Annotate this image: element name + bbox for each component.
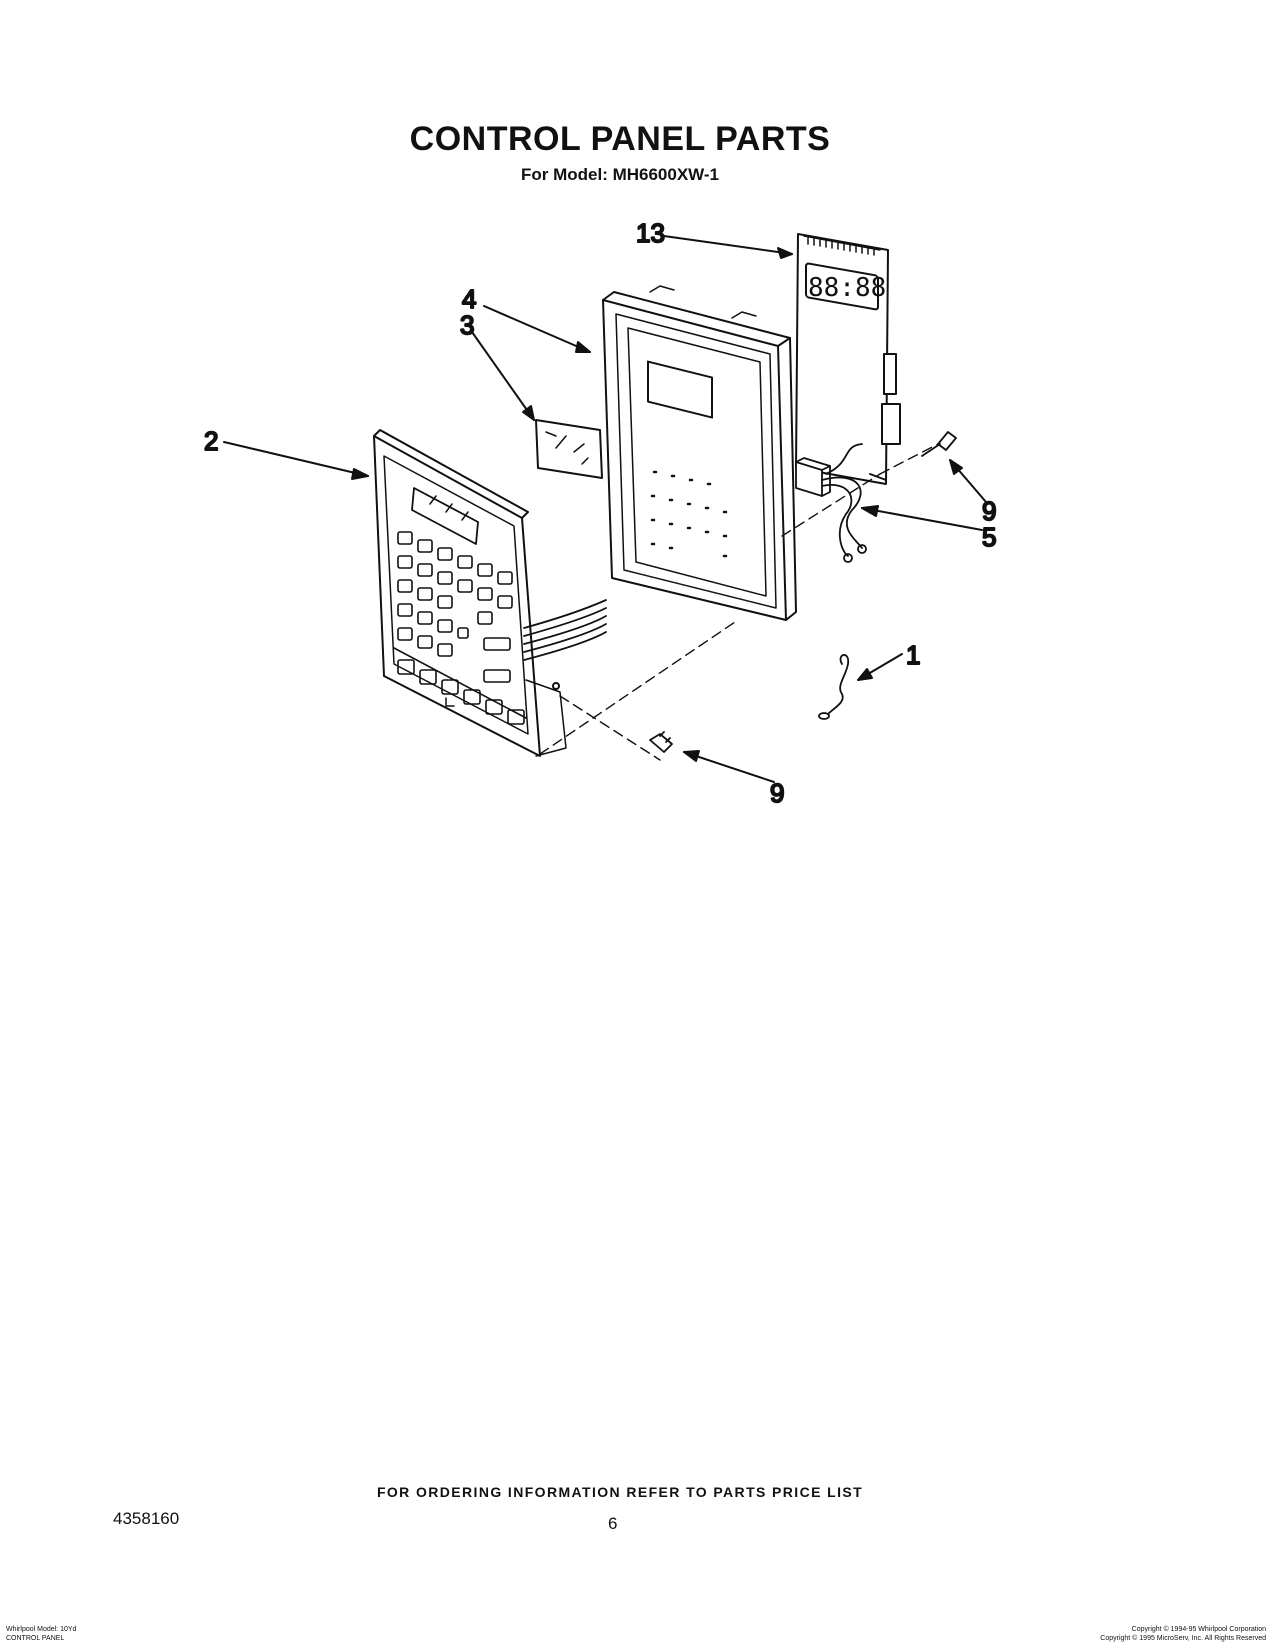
- fine-print-left: Whirlpool Model: 10Yd CONTROL PANEL: [6, 1625, 76, 1643]
- callout-5: 5: [982, 522, 996, 552]
- callout-2: 2: [204, 426, 218, 456]
- callout-4: 4: [462, 284, 476, 314]
- part-2-keypad-panel: [373, 429, 607, 757]
- assembly-centerlines: [539, 443, 939, 761]
- fine-right-line-2: Copyright © 1995 MicroServ, Inc. All Rig…: [1100, 1635, 1266, 1642]
- fine-print-right: Copyright © 1994-95 Whirlpool Corporatio…: [1100, 1625, 1266, 1643]
- part-9-screw-upper: [921, 431, 957, 457]
- part-1-wire-clip: [818, 654, 849, 720]
- fine-left-line-1: Whirlpool Model: 10Yd: [6, 1626, 77, 1633]
- part-3-window-film: [535, 419, 603, 479]
- part-13-display-board: 88:88: [795, 233, 901, 485]
- part-5-wire-harness: [795, 443, 867, 563]
- fine-left-line-2: CONTROL PANEL: [6, 1635, 65, 1642]
- svg-text:88:88: 88:88: [808, 273, 886, 303]
- callout-13: 13: [636, 218, 665, 248]
- leader-lines: [223, 235, 987, 783]
- callout-9-upper: 9: [982, 496, 996, 526]
- model-subtitle: For Model: MH6600XW-1: [520, 165, 719, 184]
- callout-1: 1: [906, 640, 920, 670]
- document-number: 4358160: [113, 1509, 180, 1528]
- callout-3: 3: [460, 310, 474, 340]
- ordering-note: FOR ORDERING INFORMATION REFER TO PARTS …: [376, 1484, 864, 1500]
- part-4-panel-frame: [602, 285, 797, 621]
- page-title: CONTROL PANEL PARTS: [409, 120, 831, 158]
- part-9-screw-lower: [649, 731, 673, 753]
- fine-right-line-1: Copyright © 1994-95 Whirlpool Corporatio…: [1131, 1626, 1266, 1633]
- page-number: 6: [608, 1514, 618, 1533]
- callout-9-lower: 9: [770, 778, 784, 808]
- display-digits-icon: 88:88: [808, 273, 886, 303]
